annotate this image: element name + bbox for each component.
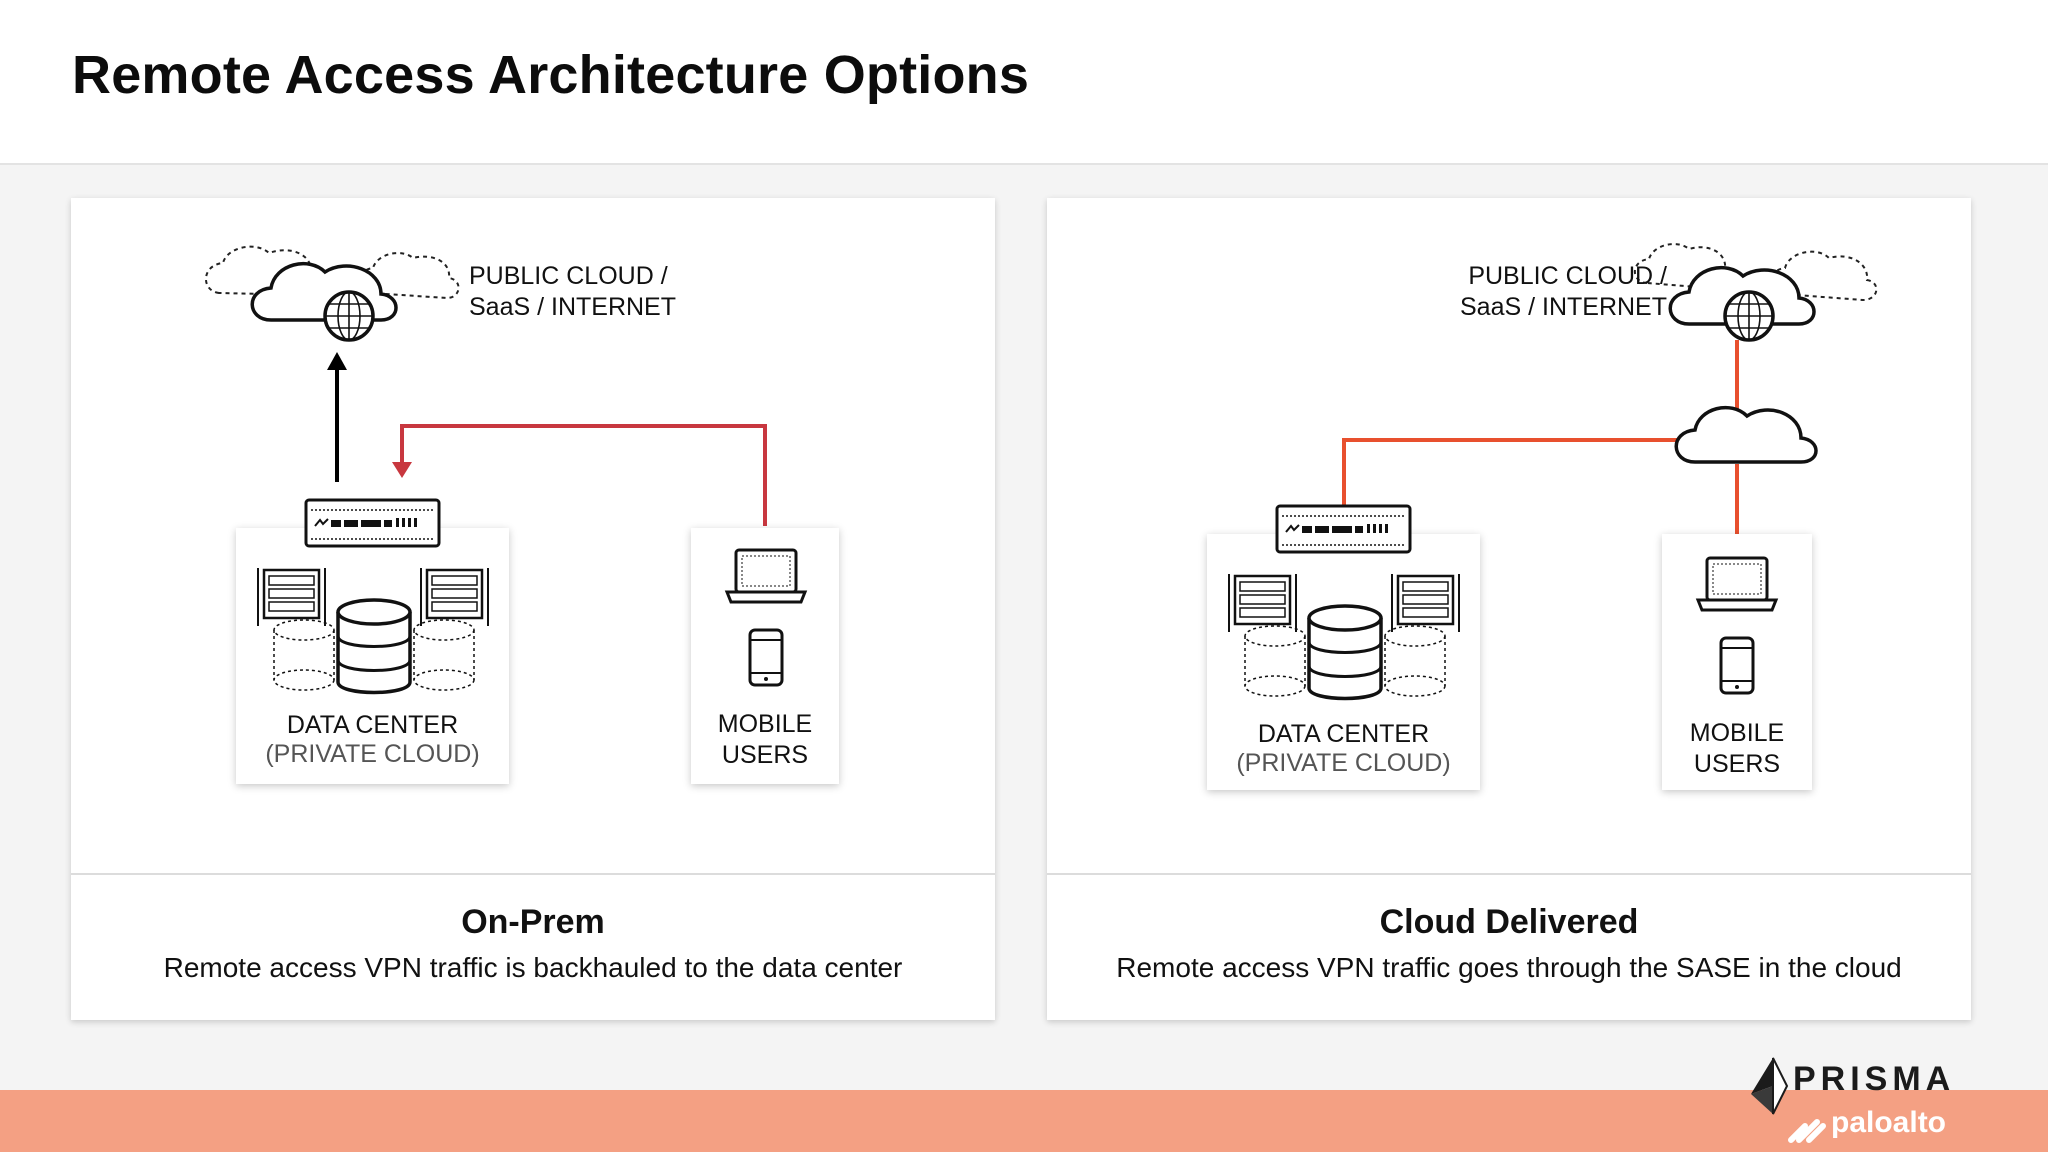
database-icon xyxy=(1244,604,1446,701)
datacenter-label: DATA CENTER xyxy=(1257,720,1430,748)
sase-cloud-icon xyxy=(1674,405,1818,464)
sase-connection-lines xyxy=(1342,340,1739,534)
laptop-icon xyxy=(724,548,808,604)
panel-divider xyxy=(71,873,995,875)
slide-title: Remote Access Architecture Options xyxy=(72,45,1030,105)
mobile-users-label-line1: MOBILE xyxy=(717,710,813,738)
on-prem-diagram xyxy=(205,245,839,784)
datacenter-sublabel: (PRIVATE CLOUD) xyxy=(1236,749,1451,777)
cloud-delivered-diagram xyxy=(1207,243,1878,790)
internet-flow-arrow xyxy=(327,352,347,482)
smartphone-icon xyxy=(1719,636,1755,695)
mobile-users-label-line2: USERS xyxy=(1693,750,1781,778)
slide-header: Remote Access Architecture Options xyxy=(0,0,2048,165)
mobile-users-label-line2: USERS xyxy=(721,741,809,769)
panel-title: On-Prem xyxy=(461,903,605,941)
panel-divider xyxy=(1047,873,1971,875)
firewall-appliance-icon xyxy=(1275,504,1412,554)
panel-description: Remote access VPN traffic goes through t… xyxy=(1116,952,1902,983)
public-cloud-label-line1: PUBLIC CLOUD / xyxy=(1468,262,1667,290)
paloalto-logo-icon xyxy=(1788,1119,1826,1143)
laptop-icon xyxy=(1695,556,1779,612)
firewall-appliance-icon xyxy=(304,498,441,548)
server-rack-icon xyxy=(257,568,326,626)
brand-logo: PRISMA paloalto xyxy=(1735,1050,2035,1150)
smartphone-icon xyxy=(748,628,784,687)
panel-description: Remote access VPN traffic is backhauled … xyxy=(163,952,903,983)
server-rack-icon xyxy=(1391,574,1460,632)
datacenter-sublabel: (PRIVATE CLOUD) xyxy=(265,740,480,768)
datacenter-label: DATA CENTER xyxy=(286,711,459,739)
prisma-wordmark: PRISMA xyxy=(1793,1060,1956,1098)
public-cloud-icon xyxy=(205,245,460,342)
backhaul-vpn-line xyxy=(392,424,767,526)
server-rack-icon xyxy=(420,568,489,626)
prisma-logo-icon xyxy=(1751,1057,1789,1115)
mobile-users-label-line1: MOBILE xyxy=(1689,719,1785,747)
database-icon xyxy=(273,598,475,695)
footer-bar xyxy=(0,1090,2048,1152)
panel-title: Cloud Delivered xyxy=(1379,903,1639,941)
panel-cloud-delivered: PUBLIC CLOUD / SaaS / INTERNET DATA CENT… xyxy=(1047,198,1971,1020)
public-cloud-icon xyxy=(1633,243,1878,342)
public-cloud-label-line1: PUBLIC CLOUD / xyxy=(469,262,668,290)
public-cloud-label-line2: SaaS / INTERNET xyxy=(469,293,676,321)
public-cloud-label-line2: SaaS / INTERNET xyxy=(1460,293,1667,321)
paloalto-wordmark: paloalto xyxy=(1831,1106,1947,1139)
panel-on-prem: PUBLIC CLOUD / SaaS / INTERNET DATA CENT… xyxy=(71,198,995,1020)
server-rack-icon xyxy=(1228,574,1297,632)
